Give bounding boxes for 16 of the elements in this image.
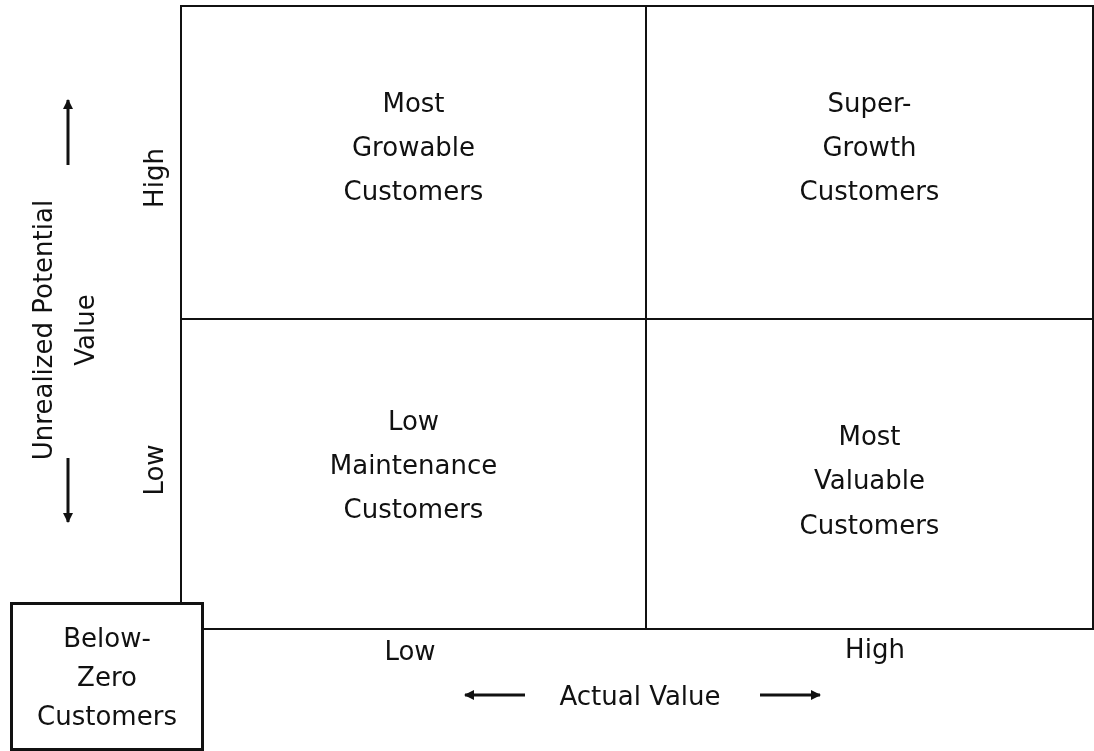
- quadrant-label: Most Valuable Customers: [799, 419, 940, 542]
- axis-tick-label: Low: [138, 444, 171, 496]
- category-box: [10, 602, 204, 751]
- axis-title: Actual Value: [559, 680, 721, 714]
- quadrant-box: [645, 5, 1094, 320]
- axis-tick-label: Low: [384, 635, 436, 669]
- quadrant-label: Super-Growth Customers: [799, 86, 940, 209]
- axis-tick-label: High: [138, 148, 171, 208]
- quadrant-box: [180, 318, 647, 630]
- quadrant-box: [180, 5, 647, 320]
- axis-title: Unrealized Potential Value: [27, 198, 101, 463]
- quadrant-label: Low Maintenance Customers: [329, 404, 498, 526]
- quadrant-box: [645, 318, 1094, 630]
- quadrant-label: Below-Zero Customers: [37, 621, 177, 732]
- quadrant-label: Most Growable Customers: [343, 86, 484, 209]
- axis-tick-label: High: [845, 633, 905, 667]
